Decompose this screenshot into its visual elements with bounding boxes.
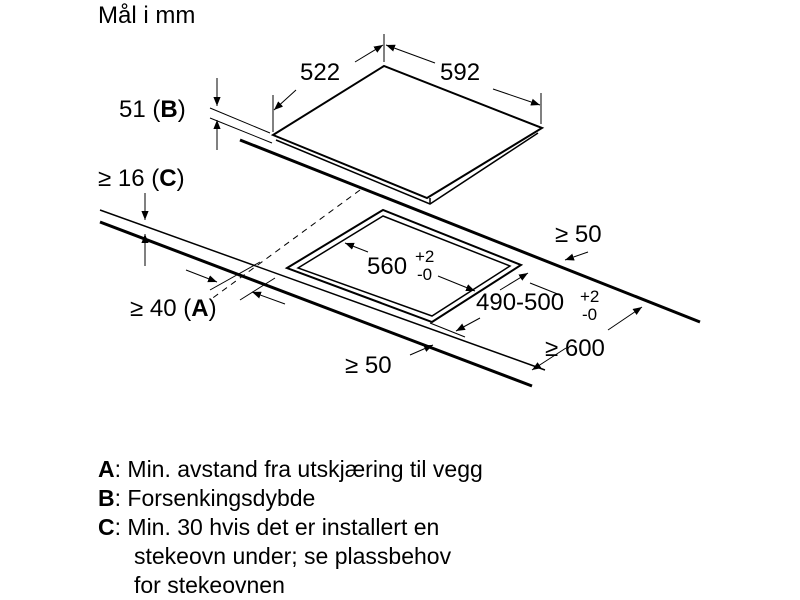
legend-key: C xyxy=(98,514,115,540)
cutout-depth-tol-plus: +2 xyxy=(580,287,599,306)
cutout-width-label: 560 xyxy=(367,253,407,280)
recess-dimension xyxy=(209,78,273,150)
legend-text: : Min. avstand fra utskjæring til vegg xyxy=(114,456,483,482)
hob-depth-label: 522 xyxy=(300,59,340,86)
recess-depth-label: 51 (B) xyxy=(119,96,186,123)
hob-dimension-lines xyxy=(272,34,542,132)
cutout-depth-tol-minus: -0 xyxy=(582,305,597,324)
projection-dashed-line xyxy=(209,189,361,301)
worktop-front-edge xyxy=(99,193,546,388)
worktop-rear-edge xyxy=(239,138,701,324)
cutout-width-tol-plus: +2 xyxy=(415,247,434,266)
legend-item-c-continuation: stekeovn under; se plassbehov xyxy=(134,543,452,569)
worktop-thickness-label: ≥ 16 (C) xyxy=(98,165,185,192)
cutout-dimension-lines xyxy=(344,242,561,338)
wall-distance-label: ≥ 40 (A) xyxy=(130,295,217,322)
legend-item-a: A: Min. avstand fra utskjæring til vegg xyxy=(98,455,483,484)
legend-key: B xyxy=(98,485,115,511)
cutout-depth-label: 490-500 xyxy=(476,289,564,316)
legend-item-c: C: Min. 30 hvis det er installert en xyxy=(98,513,483,542)
rear-gap-label: ≥ 50 xyxy=(555,221,602,248)
front-gap-label: ≥ 50 xyxy=(345,352,392,379)
legend-item-b: B: Forsenkingsdybde xyxy=(98,484,483,513)
legend-text: : Forsenkingsdybde xyxy=(114,485,316,511)
legend-text: : Min. 30 hvis det er installert en xyxy=(114,514,440,540)
hob-width-label: 592 xyxy=(440,59,480,86)
legend-key: A xyxy=(98,456,115,482)
cutout xyxy=(284,208,524,324)
diagram-title: Mål i mm xyxy=(98,2,196,29)
hob xyxy=(270,64,545,205)
gap-dimension-lines xyxy=(409,251,643,371)
legend: A: Min. avstand fra utskjæring til vegg … xyxy=(98,455,483,600)
cutout-width-tol-minus: -0 xyxy=(417,265,432,284)
worktop-depth-label: ≥ 600 xyxy=(545,335,605,362)
wall-distance-dimension xyxy=(185,261,286,305)
legend-item-c-continuation: for stekeovnen xyxy=(134,572,285,598)
